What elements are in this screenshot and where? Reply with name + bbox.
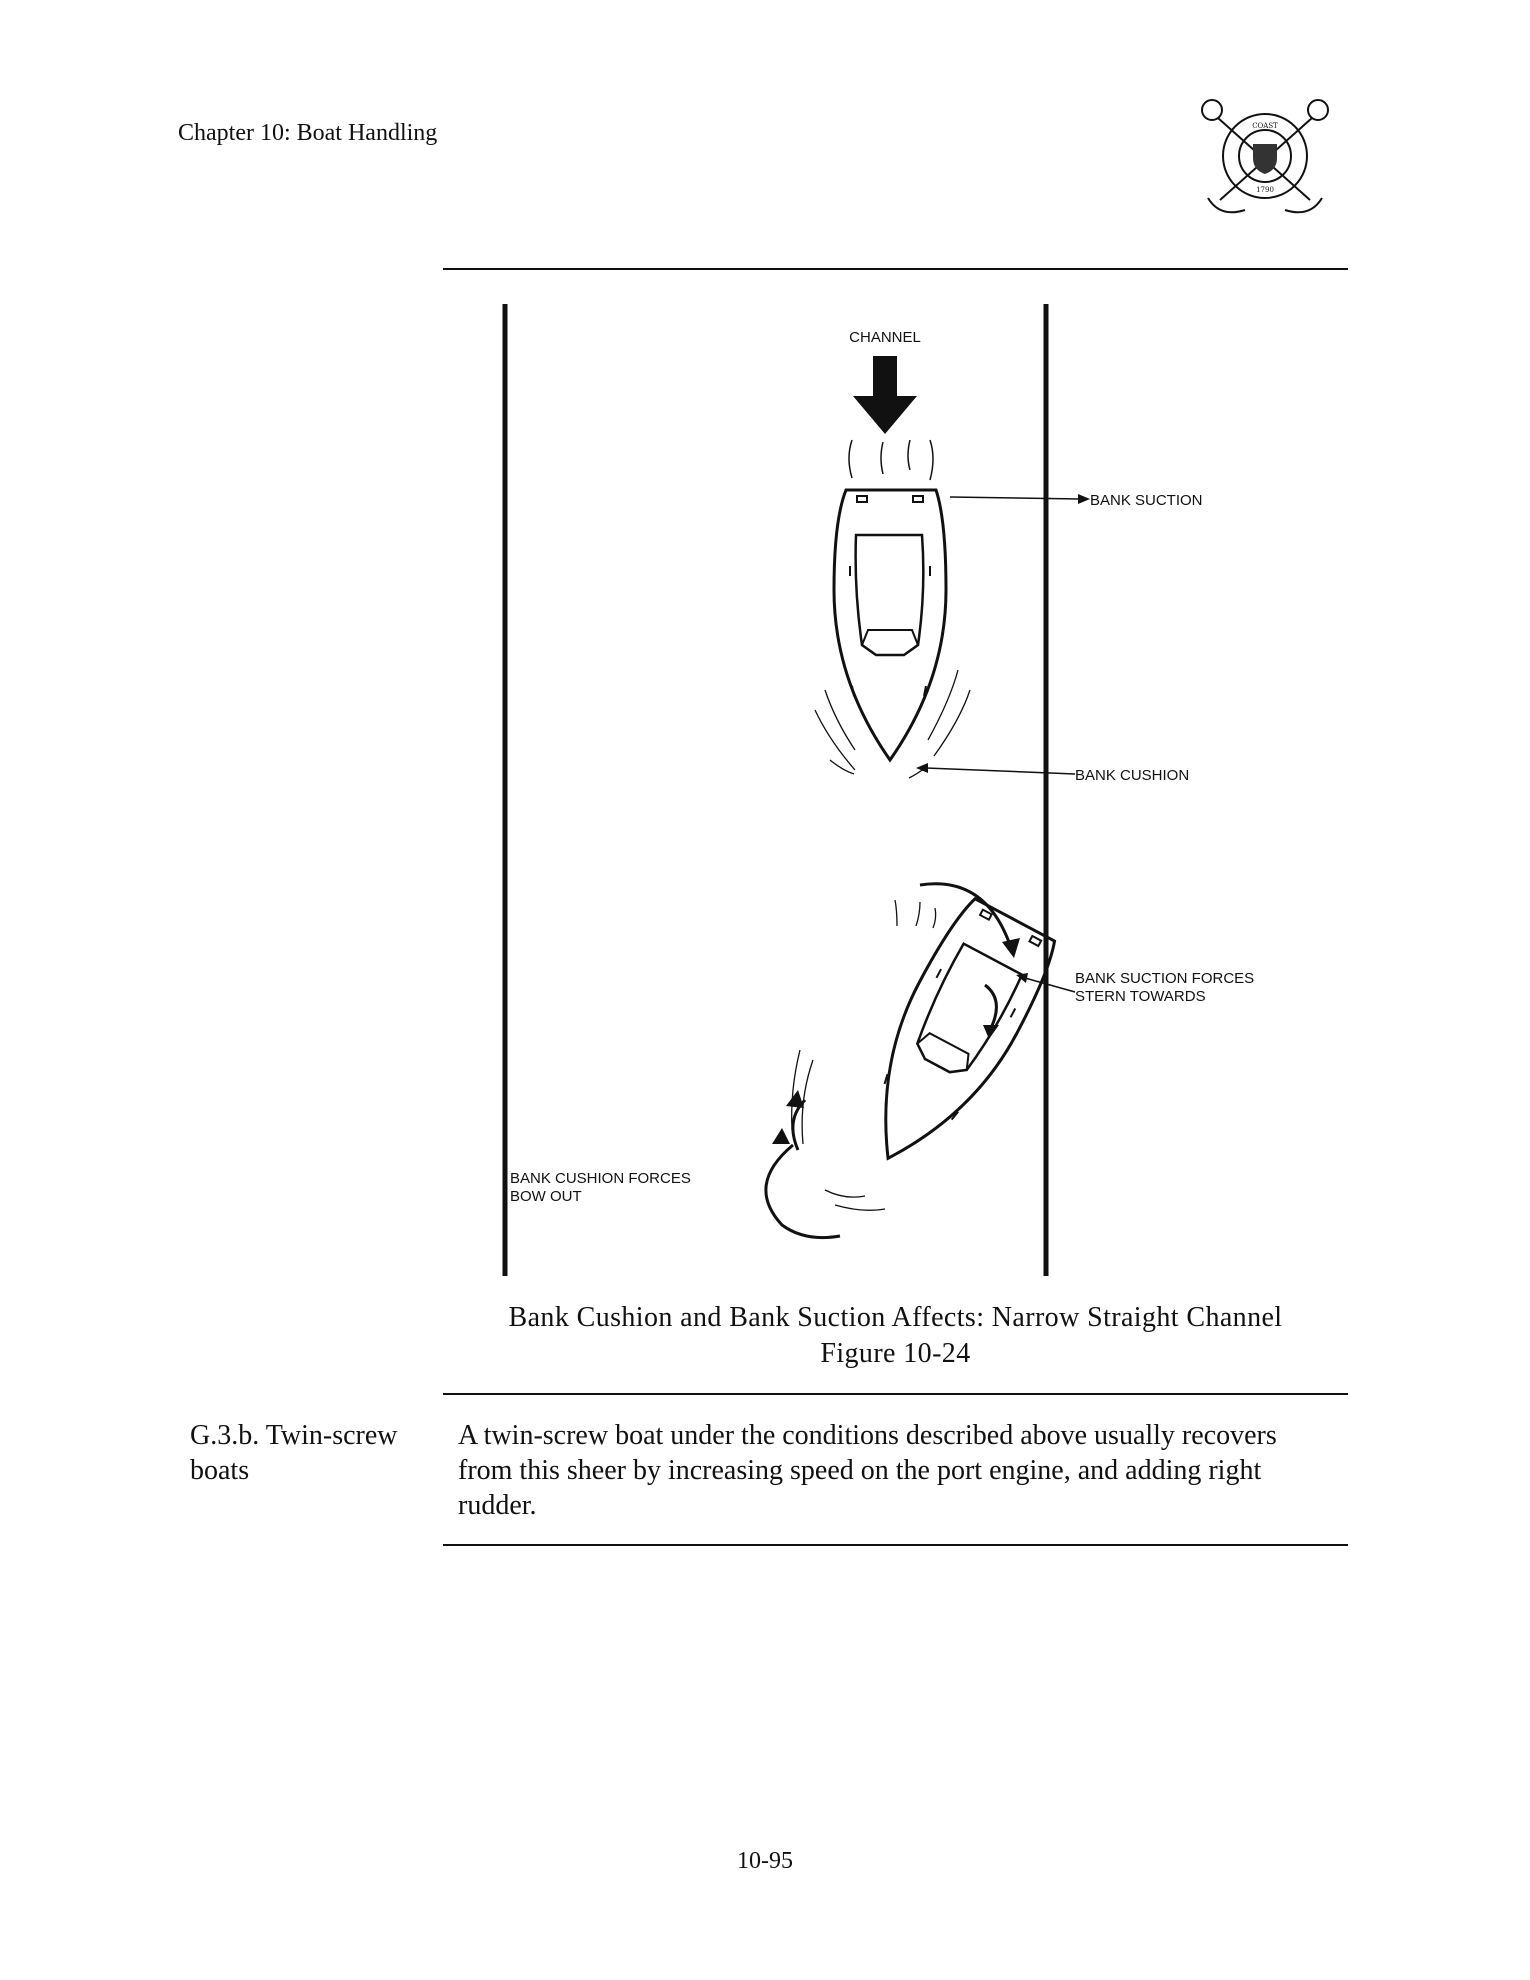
figure-caption-title: Bank Cushion and Bank Suction Affects: N…: [508, 1302, 1283, 1333]
bank-suction-label: BANK SUCTION: [1090, 492, 1203, 509]
section-top-rule: [443, 1393, 1348, 1395]
bank-cushion-label: BANK CUSHION: [1075, 767, 1189, 784]
section-body-text: A twin-screw boat under the conditions d…: [458, 1420, 1277, 1521]
top-rule: [443, 268, 1348, 270]
cushion-forces-label-line1: BANK CUSHION FORCES: [510, 1170, 691, 1187]
section-side-label: G.3.b. Twin-screw boats: [190, 1420, 398, 1486]
stern-rotation-arrow-lower: [984, 983, 998, 1031]
section-bottom-rule: [443, 1544, 1348, 1546]
boat-upright: [832, 488, 948, 763]
figure-caption-number: Figure 10-24: [820, 1338, 971, 1369]
bow-rotation-arrow-lower: [764, 1143, 841, 1240]
suction-forces-label-line1: BANK SUCTION FORCES: [1075, 970, 1254, 987]
stern-rotation-arrow-upper: [919, 882, 1012, 946]
boat-sheering: [883, 896, 1057, 1161]
suction-forces-label-line2: STERN TOWARDS: [1075, 988, 1206, 1005]
page-number: 10-95: [737, 1848, 793, 1874]
svg-text:COAST: COAST: [1252, 122, 1278, 130]
channel-label: CHANNEL: [849, 329, 921, 346]
channel-direction-arrow: [853, 356, 917, 434]
channel-diagram: CHANNEL BANK SUCTION BANK CUSHION: [502, 304, 1254, 1276]
chapter-title: Chapter 10: Boat Handling: [178, 120, 438, 146]
cushion-forces-label-line2: BOW OUT: [510, 1188, 582, 1205]
coast-guard-seal-logo: COAST 1790: [1201, 99, 1329, 214]
svg-text:1790: 1790: [1256, 186, 1274, 194]
